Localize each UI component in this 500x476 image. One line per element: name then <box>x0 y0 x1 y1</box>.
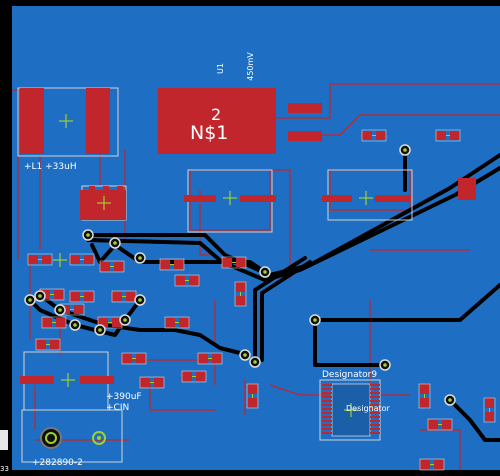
inductor-pad-right <box>86 88 110 154</box>
cap-pad-b1 <box>322 195 352 202</box>
regulator-pin-3 <box>288 131 322 141</box>
ic-body <box>80 190 126 220</box>
regulator-tab-pad <box>158 88 276 154</box>
cin-pad-2 <box>80 376 114 384</box>
terminal-connector <box>40 427 106 449</box>
regulator-pin-1 <box>288 103 322 113</box>
inductor-pad-left <box>20 88 44 154</box>
cap-pad-a2 <box>240 195 276 202</box>
cin-pad-1 <box>20 376 54 384</box>
cap-pad-b2 <box>375 195 411 202</box>
vias <box>24 144 456 406</box>
designator-ic <box>322 383 380 437</box>
large-pads <box>20 88 476 384</box>
edge-marker <box>0 430 8 450</box>
cap-pad-a1 <box>184 195 216 202</box>
side-pad <box>458 178 476 200</box>
